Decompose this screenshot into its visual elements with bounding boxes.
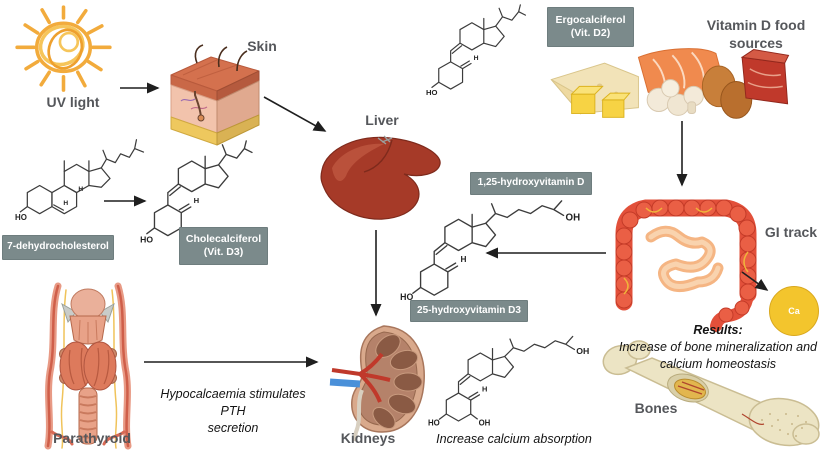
arrow-skin-to-liver [263,96,327,132]
box-1-25-hydroxyvitamin-d: 1,25-hydroxyvitamin D [470,172,592,195]
chem-label-oh: OH [479,418,491,427]
calcium-symbol: Ca [788,306,800,316]
skin-illustration [170,44,260,146]
parathyroid-label: Parathyroid [53,430,131,446]
pth-annotation-line1: Hypocalcaemia stimulates PTH [160,387,306,418]
kidney-illustration [329,325,425,442]
calcium-absorption-annotation: Increase calcium absorption [436,432,592,446]
box-ergocalciferol-line1: Ergocalciferol [555,13,626,26]
food-sources-line2: sources [729,34,783,51]
box-ergocalciferol-line2: (Vit. D2) [570,27,611,39]
food-sources-illustration [550,48,790,119]
results-title: Results: [693,323,743,337]
chem-label-ho: HO [15,213,27,222]
box-ergocalciferol: Ergocalciferol (Vit. D2) [547,7,634,47]
results-annotation: Results: Increase of bone mineralization… [612,322,824,373]
chem-structure-1-25-hydroxyvitamin-d [399,200,581,303]
box-25-hydroxyvitamin-d3-text: 25-hydroxyvitamin D3 [417,304,521,316]
box-cholecalciferol-line1: Cholecalciferol [185,232,262,245]
kidneys-label: Kidneys [340,430,396,446]
box-25-hydroxyvitamin-d3: 25-hydroxyvitamin D3 [410,300,528,322]
pth-annotation: Hypocalcaemia stimulates PTH secretion [148,386,318,437]
calcium-circle: Ca [769,286,819,336]
chem-structure-calcitriol: OH [427,335,590,428]
liver-illustration [320,135,441,220]
bones-label: Bones [634,400,678,416]
chem-label-h: H [78,186,83,193]
bone-illustration [602,340,820,447]
gi-track-illustration [615,199,757,332]
results-line2: calcium homeostasis [659,356,776,371]
food-sources-label: Vitamin D food sources [697,17,815,52]
gi-track-label: GI track [764,224,818,240]
box-7-dehydrocholesterol: 7-dehydrocholesterol [2,235,114,260]
box-1-25-hydroxyvitamin-d-text: 1,25-hydroxyvitamin D [477,177,585,189]
skin-label: Skin [247,38,277,54]
sun-icon [15,5,112,92]
uv-light-label: UV light [46,94,100,110]
food-sources-line1: Vitamin D food [706,17,806,33]
chem-structure-ergocalciferol [425,4,527,98]
results-line1: Increase of bone mineralization and [618,339,818,354]
box-cholecalciferol-line2: (Vit. D3) [203,246,244,258]
liver-label: Liver [365,112,399,128]
box-cholecalciferol: Cholecalciferol (Vit. D3) [179,227,268,265]
pth-annotation-line2: secretion [207,420,259,435]
box-7-dehydrocholesterol-text: 7-dehydrocholesterol [7,241,109,253]
parathyroid-illustration [44,282,132,450]
chem-label-h: H [63,200,68,207]
chem-structure-7-dehydrocholesterol: HO H H [15,139,145,222]
